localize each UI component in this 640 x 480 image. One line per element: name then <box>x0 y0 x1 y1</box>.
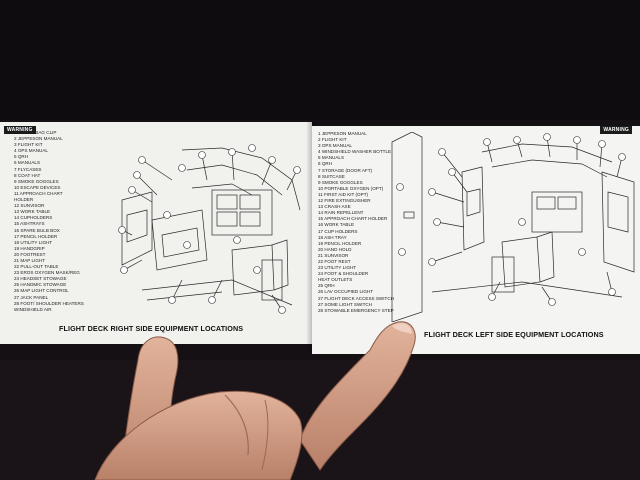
legend-item: 25 QRH <box>318 283 335 289</box>
legend-item: 3 FLIGHT KIT <box>14 142 43 148</box>
legend-item: 27 SOME LIGHT SWITCH <box>318 301 373 307</box>
legend-item: 7 FLYCASES <box>14 166 42 172</box>
legend-item: 13 WORK TABLE <box>14 209 51 215</box>
legend-item: 10 PORTABLE OXYGEN (OPT) <box>318 185 384 191</box>
legend-item: 9 SMOKE GOGGLES <box>14 178 59 184</box>
legend-item: 26 LAV OCCUPIED LIGHT <box>318 289 374 295</box>
legend-item: 24 FOOT & SHOULDER <box>318 271 369 277</box>
legend-item: 1 JEPPESON MANUAL <box>318 131 367 136</box>
legend-item: 25 HANDMIC STOWAGE <box>14 282 67 288</box>
legend-item: 7 STORAGE (DOOR AFT) <box>318 167 373 173</box>
legend-item: 18 ASH TRAY <box>318 234 347 240</box>
legend-item: 23 EROS OXYGEN MASK/REG <box>14 270 80 276</box>
legend-item: 27 FLIGHT DECK ACCESS SWITCH <box>318 295 394 301</box>
figure-caption: FLIGHT DECK LEFT SIDE EQUIPMENT LOCATION… <box>424 330 604 339</box>
dark-background-top <box>0 0 640 120</box>
warning-label: WARNING <box>600 126 632 134</box>
legend-item: 15 APPROACH CHART HOLDER <box>318 216 388 222</box>
legend-item: 6 MANUALS <box>14 160 41 166</box>
legend-item: 26 MAP LIGHT CONTROL <box>14 288 69 294</box>
legend-item: 20 FOOTREST <box>14 251 46 257</box>
legend-item: 17 PENCIL HOLDER <box>14 233 58 239</box>
legend-item: 12 SUNVISOR <box>14 203 45 209</box>
legend-item: 17 CUP HOLDERS <box>318 228 358 234</box>
legend-item: 27 JACK PANEL <box>14 294 49 300</box>
legend-item: HOLDER <box>14 197 34 203</box>
legend-item: 4 OPS MANUAL <box>14 148 48 154</box>
legend-item: 16 WORK TABLE <box>318 222 355 228</box>
flight-deck-left-side-drawing <box>372 132 637 322</box>
legend-item: 3 OPS MANUAL <box>318 143 352 149</box>
legend-item: 10 ESCAPE DEVICES <box>14 184 61 190</box>
legend-item: 2 FLIGHT KIT <box>318 137 347 143</box>
legend-item: 28 STOWABLE EMERGENCY STEP <box>318 307 394 313</box>
legend-item: 15 ASHTRAYS <box>14 221 45 227</box>
legend-item: HEAT OUTLETS <box>318 277 353 283</box>
legend-item: 8 SUITCASE <box>318 173 345 179</box>
legend-item: 11 APPROACH CHART <box>14 190 63 196</box>
legend-item: 14 CUPHOLDERS <box>14 215 53 221</box>
legend-item: 13 CRASH AXE <box>318 204 351 210</box>
legend-item: 22 PULL-OUT TABLE <box>14 264 59 270</box>
legend-item: 5 QRH <box>14 154 29 160</box>
legend-item: 8 COAT HAT <box>14 172 41 178</box>
legend-item: 11 FIRST AID KIT (OPT) <box>318 191 369 197</box>
flight-deck-right-side-drawing <box>112 140 312 325</box>
legend-item: 21 SUNVISOR <box>318 252 349 258</box>
legend-item: 4 WINDSHIELD WASHER BOTTLE <box>318 149 392 155</box>
legend-item: 21 MAP LIGHT <box>14 257 46 263</box>
legend-item: 14 RAIN REPELLENT <box>318 210 364 216</box>
legend-item: 19 PENCIL HOLDER <box>318 240 362 246</box>
legend-item: 18 UTILITY LIGHT <box>14 239 53 245</box>
warning-label: WARNING <box>4 126 36 134</box>
legend-item: 2 JEPPESON MANUAL <box>14 136 63 142</box>
legend-item: 1 WASTE BAG CLIP <box>14 130 57 135</box>
legend-item: 19 HANDGRIP <box>14 245 45 251</box>
cockpit-line-drawing <box>391 132 635 322</box>
legend-item: 28 FOOT/ SHOULDER HEATERS <box>14 300 84 306</box>
legend-item: 16 SPARE BULB BOX <box>14 227 60 233</box>
legend-item: 24 HEADSET STOWAGE <box>14 276 67 282</box>
legend-item: 9 SMOKE GOGGLES <box>318 179 363 185</box>
cockpit-line-drawing <box>118 144 301 314</box>
legend-item: 22 FOOT REST <box>318 258 351 264</box>
legend-item: 12 FIRE EXTINGUISHER <box>318 198 371 204</box>
legend-item: 20 HAND HOLD <box>318 246 352 252</box>
legend-item: 6 QRH <box>318 161 333 167</box>
legend-item: WINDSHIELD AIR <box>14 306 52 312</box>
legend-item: 23 UTILITY LIGHT <box>318 265 357 271</box>
figure-caption: FLIGHT DECK RIGHT SIDE EQUIPMENT LOCATIO… <box>59 324 244 333</box>
legend-item: 5 MANUALS <box>318 155 345 161</box>
